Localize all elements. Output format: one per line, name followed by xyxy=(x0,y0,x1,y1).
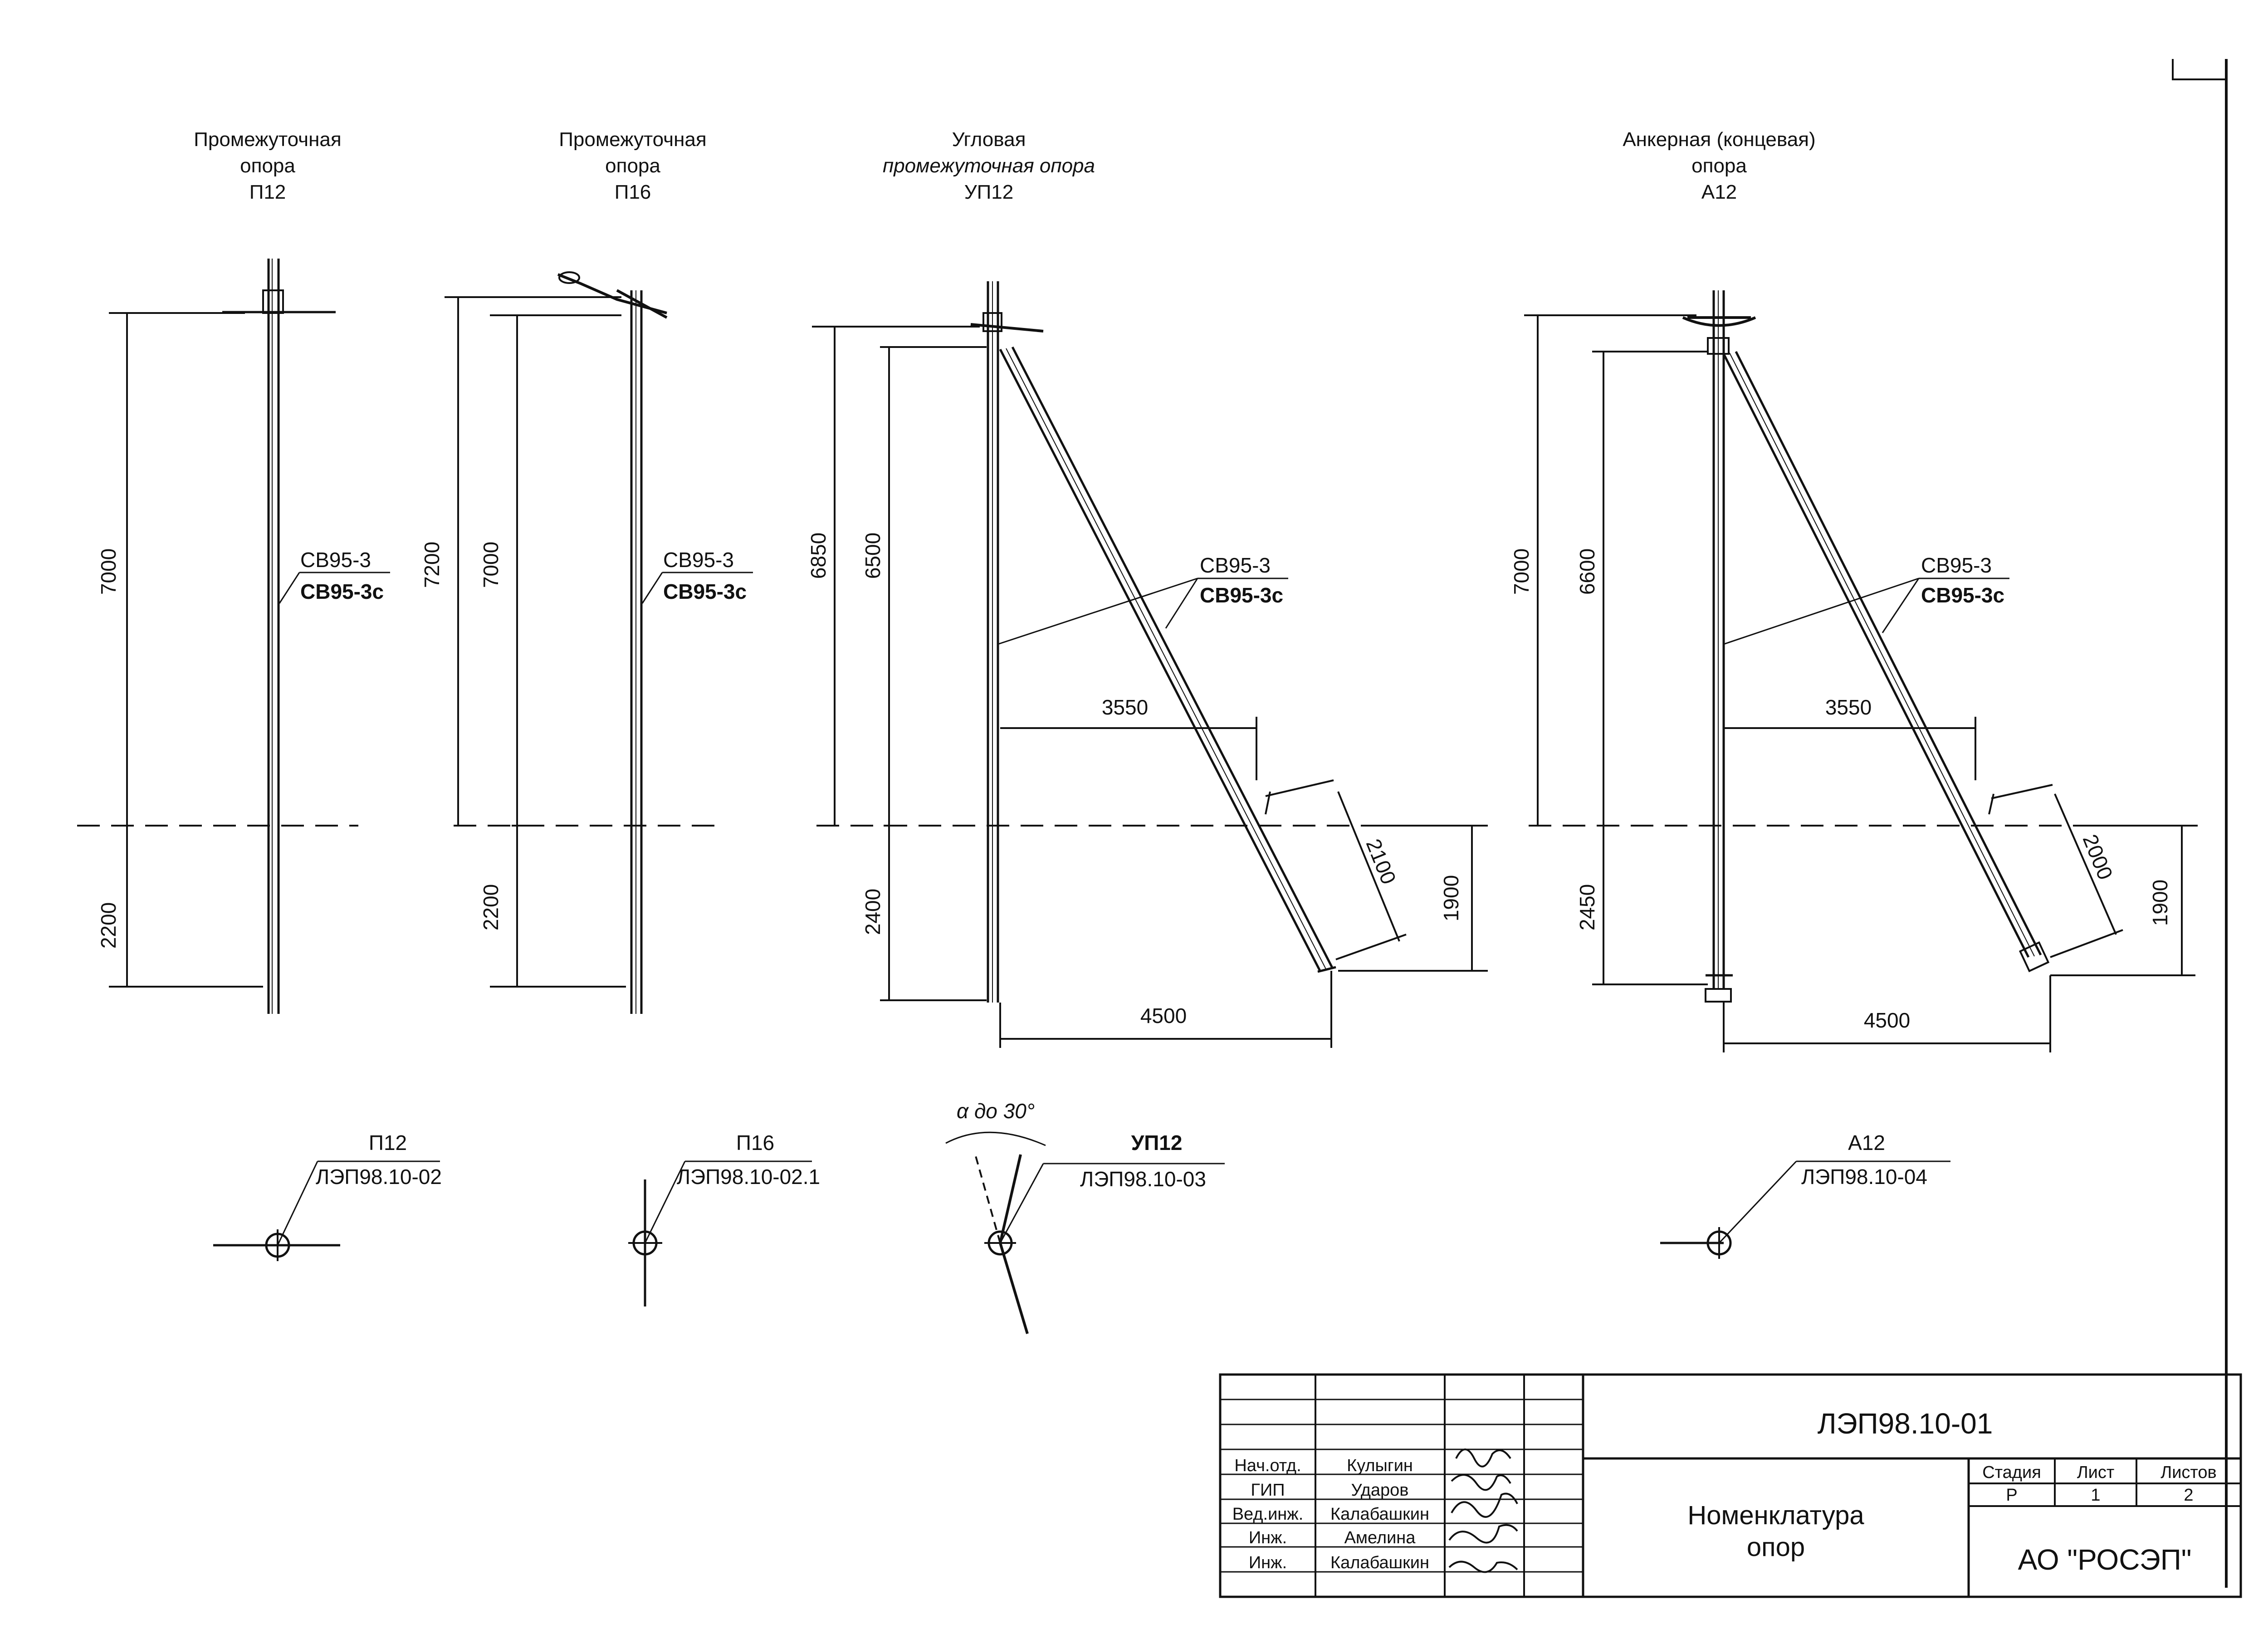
svg-text:СВ95-3с: СВ95-3с xyxy=(1921,583,2004,607)
stage-header: Стадия xyxy=(1982,1463,2041,1482)
support-p12: Промежуточная опора П12 7000 2200 СВ95-3… xyxy=(77,128,442,1261)
support-up12-title: Угловая промежуточная опора УП12 xyxy=(883,128,1095,203)
support-up12-pole xyxy=(970,281,1044,1003)
sheet-frame xyxy=(2172,59,2228,1588)
support-a12-total: 7000 xyxy=(1510,548,1533,595)
support-up12-plan: α до 30° УП12 ЛЭП98.10-03 xyxy=(945,1099,1225,1334)
support-a12-brace xyxy=(1722,351,2050,973)
svg-text:УП12: УП12 xyxy=(1131,1131,1183,1155)
support-up12-height: 6500 xyxy=(861,533,885,579)
support-up12-depth: 2400 xyxy=(861,889,885,935)
support-p16-depth: 2200 xyxy=(479,884,503,930)
svg-text:Промежуточная: Промежуточная xyxy=(559,128,706,151)
support-p12-height: 7000 xyxy=(97,548,120,595)
support-p12-pole xyxy=(222,259,336,1014)
svg-text:СВ95-3: СВ95-3 xyxy=(300,548,371,572)
staff-name: Амелина xyxy=(1344,1528,1416,1547)
svg-text:ЛЭП98.10-03: ЛЭП98.10-03 xyxy=(1080,1167,1206,1191)
svg-text:СВ95-3с: СВ95-3с xyxy=(300,580,384,603)
svg-text:Анкерная (концевая): Анкерная (концевая) xyxy=(1623,128,1815,151)
staff-role: ГИП xyxy=(1251,1481,1285,1500)
support-p12-wire-label: СВ95-3 СВ95-3с xyxy=(279,548,390,604)
support-a12-title: Анкерная (концевая) опора А12 xyxy=(1623,128,1815,203)
doc-code: ЛЭП98.10-01 xyxy=(1818,1407,1993,1440)
support-p12-dims xyxy=(109,312,263,988)
svg-text:СВ95-3с: СВ95-3с xyxy=(1200,583,1283,607)
support-a12: Анкерная (концевая) опора А12 xyxy=(1510,128,2200,1259)
svg-text:промежуточная опора: промежуточная опора xyxy=(883,155,1095,177)
svg-text:опора: опора xyxy=(1691,155,1747,177)
svg-text:СВ95-3: СВ95-3 xyxy=(1200,553,1271,577)
title-block: ЛЭП98.10-01 Номенклатура опор Стадия Лис… xyxy=(1219,1373,2242,1598)
support-a12-brace-vertical: 1900 xyxy=(2148,880,2172,926)
organization: АО "РОСЭП" xyxy=(2018,1543,2192,1576)
support-p12-plan: П12 ЛЭП98.10-02 xyxy=(213,1131,442,1261)
signatures xyxy=(1448,1448,1518,1573)
svg-text:СВ95-3: СВ95-3 xyxy=(1921,553,1992,577)
svg-text:СВ95-3с: СВ95-3с xyxy=(663,580,747,603)
svg-text:ЛЭП98.10-04: ЛЭП98.10-04 xyxy=(1801,1165,1927,1189)
support-p12-depth: 2200 xyxy=(97,902,120,949)
svg-text:опора: опора xyxy=(605,155,660,177)
svg-text:П16: П16 xyxy=(615,181,651,203)
svg-text:Угловая: Угловая xyxy=(952,128,1026,151)
svg-text:УП12: УП12 xyxy=(964,181,1014,203)
support-a12-dims xyxy=(1524,314,2195,1052)
staff-role: Инж. xyxy=(1249,1553,1287,1572)
support-up12-brace-offset: 3550 xyxy=(1102,695,1148,719)
support-p16-total: 7200 xyxy=(420,542,444,588)
staff-name: Калабашкин xyxy=(1330,1505,1429,1524)
staff-role: Нач.отд. xyxy=(1234,1456,1301,1475)
staff-name: Ударов xyxy=(1351,1481,1409,1500)
svg-text:П12: П12 xyxy=(369,1131,407,1155)
support-up12-base: 4500 xyxy=(1140,1004,1187,1027)
svg-text:А12: А12 xyxy=(1848,1131,1885,1155)
stage-value: Р xyxy=(2006,1486,2017,1505)
svg-text:α до 30°: α до 30° xyxy=(957,1099,1035,1123)
svg-text:ЛЭП98.10-02.1: ЛЭП98.10-02.1 xyxy=(677,1165,820,1189)
svg-text:ЛЭП98.10-02: ЛЭП98.10-02 xyxy=(316,1165,442,1189)
support-p16-pole xyxy=(557,271,668,1014)
staff-role: Инж. xyxy=(1249,1528,1287,1547)
sheet-title-line2: опор xyxy=(1747,1532,1805,1562)
svg-text:П16: П16 xyxy=(736,1131,774,1155)
support-p16-plan: П16 ЛЭП98.10-02.1 xyxy=(628,1131,820,1306)
sheets-value: 2 xyxy=(2184,1486,2193,1505)
support-up12-wire-label: СВ95-3 СВ95-3с xyxy=(997,553,1288,645)
staff-role: Вед.инж. xyxy=(1232,1505,1304,1524)
title-block-frame xyxy=(1219,1373,2242,1598)
sheet-header: Лист xyxy=(2077,1463,2115,1482)
support-a12-plan: А12 ЛЭП98.10-04 xyxy=(1660,1131,1950,1259)
support-a12-base: 4500 xyxy=(1864,1008,1910,1032)
support-a12-depth: 2450 xyxy=(1575,884,1599,930)
support-p16-height: 7000 xyxy=(479,542,503,588)
support-p16-title: Промежуточная опора П16 xyxy=(559,128,706,203)
support-a12-brace-offset: 3550 xyxy=(1825,695,1872,719)
support-p12-title: Промежуточная опора П12 xyxy=(194,128,341,203)
sheet-value: 1 xyxy=(2091,1486,2100,1505)
support-a12-height: 6600 xyxy=(1575,548,1599,595)
support-a12-wire-label: СВ95-3 СВ95-3с xyxy=(1723,553,2009,645)
support-up12-brace xyxy=(999,346,1336,973)
sheet-title-line1: Номенклатура xyxy=(1687,1501,1864,1530)
sheets-header: Листов xyxy=(2160,1463,2216,1482)
support-a12-brace-depth: 2000 xyxy=(2078,831,2118,883)
support-p16: Промежуточная опора П16 7200 7000 2200 xyxy=(420,128,820,1306)
staff-table: Нач.отд. Кулыгин ГИП Ударов Вед.инж. Кал… xyxy=(1232,1456,1429,1572)
support-up12-total: 6850 xyxy=(807,533,830,579)
svg-text:П12: П12 xyxy=(249,181,286,203)
svg-text:Промежуточная: Промежуточная xyxy=(194,128,341,151)
staff-name: Кулыгин xyxy=(1347,1456,1413,1475)
support-up12: Угловая промежуточная опора УП12 xyxy=(807,128,1488,1334)
svg-text:А12: А12 xyxy=(1701,181,1737,203)
support-p16-wire-label: СВ95-3 СВ95-3с xyxy=(641,548,753,604)
staff-name: Калабашкин xyxy=(1330,1553,1429,1572)
support-a12-pole xyxy=(1682,290,1756,1003)
support-up12-dims xyxy=(812,326,1488,1048)
support-p16-dims xyxy=(445,296,626,988)
svg-text:опора: опора xyxy=(240,155,295,177)
svg-text:СВ95-3: СВ95-3 xyxy=(663,548,734,572)
support-up12-brace-vertical: 1900 xyxy=(1439,875,1463,921)
